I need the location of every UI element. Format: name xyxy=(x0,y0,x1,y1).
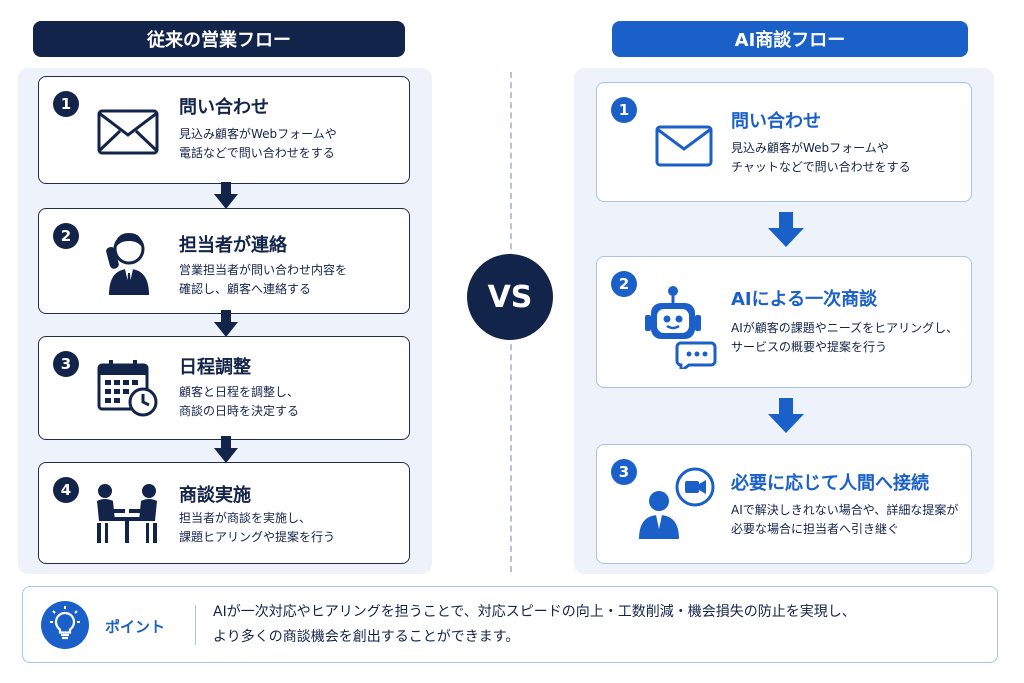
point-divider xyxy=(195,605,196,645)
step-title: 日程調整 xyxy=(179,357,251,378)
flow-arrow-down xyxy=(768,398,804,433)
left-step-1-card: 1 問い合わせ 見込み顧客がWebフォームや電話などで問い合わせをする xyxy=(38,76,410,184)
step-description: AIが顧客の課題やニーズをヒアリングし、サービスの概要や提案を行う xyxy=(731,321,959,354)
step-title: AIによる一次商談 xyxy=(731,289,878,310)
step-title: 担当者が連絡 xyxy=(179,235,287,256)
step-number: 2 xyxy=(53,223,79,249)
step-number: 4 xyxy=(53,477,79,503)
left-step-3-card: 3 日程調整 顧客と日程を調整し、商談の日時を決定する xyxy=(38,336,410,440)
traditional-flow-header: 従来の営業フロー xyxy=(33,21,405,57)
vs-badge: VS xyxy=(467,254,553,340)
meeting-icon xyxy=(97,484,157,543)
envelope-icon xyxy=(655,125,713,167)
step-title: 問い合わせ xyxy=(179,97,269,118)
step-description: 見込み顧客がWebフォームやチャットなどで問い合わせをする xyxy=(731,141,911,174)
step-number: 3 xyxy=(53,351,79,377)
step-number: 2 xyxy=(611,271,637,297)
person-video-icon xyxy=(639,467,715,539)
step-description: 営業担当者が問い合わせ内容を確認し、顧客へ連絡する xyxy=(179,263,348,296)
step-number: 1 xyxy=(611,97,637,123)
right-step-3-card: 3 必要に応じて人間へ接続 AIで解決しきれない場合や、詳細な提案が必要な場合に… xyxy=(596,444,972,564)
flow-arrow-down xyxy=(214,436,238,463)
envelope-icon xyxy=(97,109,159,155)
step-title: 必要に応じて人間へ接続 xyxy=(731,473,929,494)
step-description: 顧客と日程を調整し、商談の日時を決定する xyxy=(179,385,300,418)
step-number: 1 xyxy=(53,91,79,117)
right-step-1-card: 1 問い合わせ 見込み顧客がWebフォームやチャットなどで問い合わせをする xyxy=(596,82,972,202)
point-label: ポイント xyxy=(105,618,166,636)
flow-arrow-down xyxy=(214,310,238,337)
step-description: AIで解決しきれない場合や、詳細な提案が必要な場合に担当者へ引き継ぐ xyxy=(731,503,959,536)
ai-flow-header: AI商談フロー xyxy=(612,21,968,57)
step-title: 問い合わせ xyxy=(731,111,821,132)
left-step-2-card: 2 担当者が連絡 営業担当者が問い合わせ内容を確認し、顧客へ連絡する xyxy=(38,208,410,314)
left-step-4-card: 4 商談実施 担当者が商談を実施し、課題ヒアリングや提案を行う xyxy=(38,462,410,564)
robot-chat-icon xyxy=(645,286,717,369)
flow-arrow-down xyxy=(768,212,804,247)
step-description: 見込み顧客がWebフォームや電話などで問い合わせをする xyxy=(179,127,337,160)
step-title: 商談実施 xyxy=(179,485,251,506)
step-description: 担当者が商談を実施し、課題ヒアリングや提案を行う xyxy=(179,511,336,544)
point-box: ポイント AIが一次対応やヒアリングを担うことで、対応スピードの向上・工数削減・… xyxy=(22,586,998,663)
calendar-clock-icon xyxy=(97,360,158,417)
right-step-2-card: 2 AIによる一次商談 AIが顧客の課題やニーズをヒアリングし、サービスの概要や… xyxy=(596,256,972,388)
flow-arrow-down xyxy=(214,182,238,209)
step-number: 3 xyxy=(611,459,637,485)
lightbulb-icon xyxy=(41,601,89,649)
person-phone-icon xyxy=(106,233,149,295)
point-text: AIが一次対応やヒアリングを担うことで、対応スピードの向上・工数削減・機会損失の… xyxy=(213,604,856,645)
